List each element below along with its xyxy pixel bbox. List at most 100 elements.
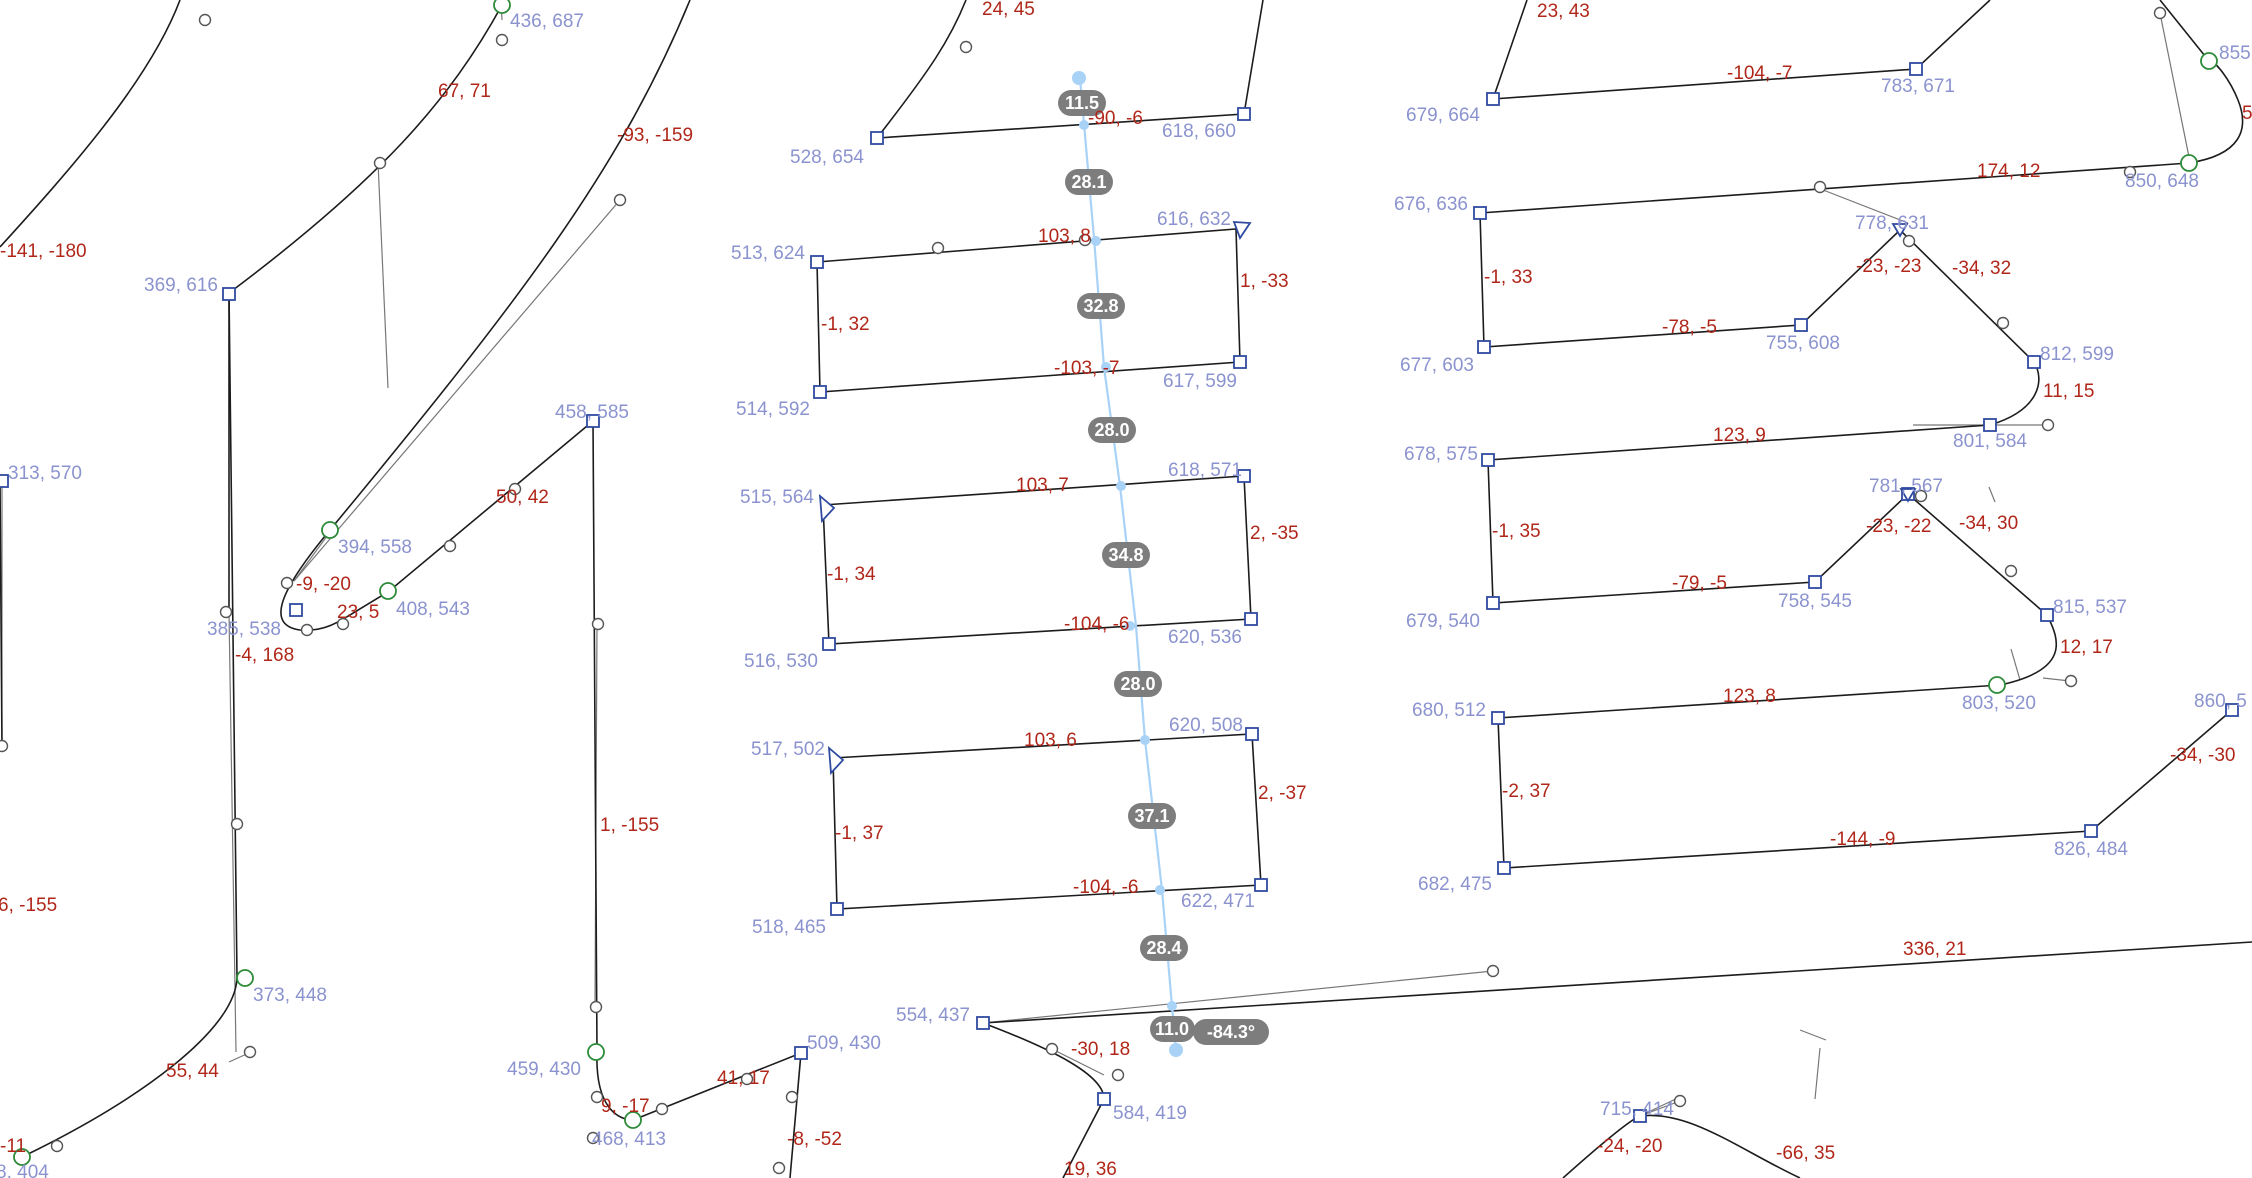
coord-label: 678, 575: [1404, 444, 1478, 465]
vector-label: -103, -7: [1054, 358, 1119, 379]
vector-label: 41, 17: [717, 1068, 770, 1089]
coord-label: 801, 584: [1953, 431, 2027, 452]
coord-label: 513, 624: [731, 243, 805, 264]
vector-label: 6, -155: [0, 895, 57, 916]
vector-label: -9, -20: [296, 574, 351, 595]
svg-text:28.0: 28.0: [1120, 674, 1155, 694]
coord-label: 620, 536: [1168, 627, 1242, 648]
measure-distance-pill: 34.8: [1102, 542, 1150, 568]
vector-label: -23, -23: [1856, 256, 1921, 277]
vector-label: -141, -180: [0, 241, 87, 262]
vector-label: -34, 30: [1959, 513, 2018, 534]
coord-label: 850, 648: [2125, 171, 2199, 192]
vector-label: 103, 6: [1024, 730, 1077, 751]
coord-label: 8, 404: [0, 1162, 49, 1178]
coordinate-labels: 436, 687 369, 616 313, 570 394, 558 458,…: [0, 11, 2251, 1178]
vector-label: 103, 8: [1038, 226, 1091, 247]
measure-distance-pill: 37.1: [1128, 803, 1176, 829]
vector-label: 2, -37: [1258, 783, 1307, 804]
coord-label: 528, 654: [790, 147, 864, 168]
coord-label: 677, 603: [1400, 355, 1474, 376]
measure-tool[interactable]: 11.5 28.1 32.8 28.0 34.8 28.0 37.1 28.4: [1058, 71, 1269, 1057]
coord-label: 516, 530: [744, 651, 818, 672]
vector-label: 336, 21: [1903, 939, 1966, 960]
vector-label: 5: [2242, 103, 2252, 124]
vector-label: 103, 7: [1016, 475, 1069, 496]
coord-label: 680, 512: [1412, 700, 1486, 721]
coord-label: 436, 687: [510, 11, 584, 32]
coord-label: 855: [2219, 43, 2251, 64]
coord-label: 860, 5: [2194, 691, 2247, 712]
vector-label: -1, 34: [827, 564, 876, 585]
coord-label: 517, 502: [751, 739, 825, 760]
vector-label: -11: [0, 1136, 26, 1157]
vector-label: 24, 45: [982, 0, 1035, 20]
vector-label: -1, 33: [1484, 267, 1533, 288]
measure-distance-pill: 28.0: [1088, 417, 1136, 443]
vector-label: -90, -6: [1088, 108, 1143, 129]
svg-text:37.1: 37.1: [1134, 806, 1169, 826]
vector-label: -24, -20: [1597, 1136, 1662, 1157]
vector-label: 23, 43: [1537, 1, 1590, 22]
coord-label: 715, 414: [1600, 1099, 1674, 1120]
off-curve-points[interactable]: [0, 6, 2167, 1175]
coord-label: 679, 540: [1406, 611, 1480, 632]
coord-label: 518, 465: [752, 917, 826, 938]
coord-label: 826, 484: [2054, 839, 2128, 860]
vector-label: 123, 8: [1723, 686, 1776, 707]
vector-label: 19, 36: [1064, 1159, 1117, 1178]
vector-label: -93, -159: [617, 125, 693, 146]
vector-label: 123, 9: [1713, 425, 1766, 446]
coord-label: 758, 545: [1778, 591, 1852, 612]
measure-distance-pill: 28.1: [1065, 169, 1113, 195]
measure-distance-pill: 28.4: [1140, 935, 1188, 961]
vector-label: -34, 32: [1952, 258, 2011, 279]
vector-label: -2, 37: [1502, 781, 1551, 802]
coord-label: 618, 571: [1168, 460, 1242, 481]
coord-label: 394, 558: [338, 537, 412, 558]
vector-label: 12, 17: [2060, 637, 2113, 658]
vector-label: -1, 32: [821, 314, 870, 335]
svg-text:11.0: 11.0: [1155, 1019, 1189, 1039]
coord-label: 682, 475: [1418, 874, 1492, 895]
coord-label: 778, 631: [1855, 213, 1929, 234]
vector-label: 23, 5: [337, 602, 379, 623]
coord-label: 622, 471: [1181, 891, 1255, 912]
vector-label: -78, -5: [1662, 317, 1717, 338]
coord-label: 755, 608: [1766, 333, 1840, 354]
vector-label: 50, 42: [496, 487, 549, 508]
coord-label: 783, 671: [1881, 76, 1955, 97]
svg-text:28.1: 28.1: [1071, 172, 1106, 192]
svg-text:28.0: 28.0: [1094, 420, 1129, 440]
coord-label: 385, 538: [207, 619, 281, 640]
svg-text:11.5: 11.5: [1065, 93, 1099, 113]
vector-label: 174, 12: [1977, 161, 2040, 182]
coord-label: 515, 564: [740, 487, 814, 508]
coord-label: 679, 664: [1406, 105, 1480, 126]
coord-label: 803, 520: [1962, 693, 2036, 714]
vector-label: -79, -5: [1672, 573, 1727, 594]
vector-label: 1, -33: [1240, 271, 1289, 292]
svg-text:32.8: 32.8: [1083, 296, 1118, 316]
svg-text:28.4: 28.4: [1146, 938, 1181, 958]
vector-label: -1, 35: [1492, 521, 1541, 542]
control-handles: [1, 0, 2191, 1117]
coord-label: 514, 592: [736, 399, 810, 420]
measure-distance-pill: 28.0: [1114, 671, 1162, 697]
vector-label: -104, -6: [1073, 877, 1138, 898]
vector-label: 9, -17: [601, 1096, 650, 1117]
measure-angle-pill: -84.3°: [1193, 1019, 1269, 1045]
svg-text:-84.3°: -84.3°: [1207, 1022, 1255, 1042]
coord-label: 618, 660: [1162, 121, 1236, 142]
measure-distance-pill: 32.8: [1077, 293, 1125, 319]
coord-label: 554, 437: [896, 1005, 970, 1026]
coord-label: 468, 413: [592, 1129, 666, 1150]
vector-label: 11, 15: [2043, 381, 2094, 402]
vector-label: -34, -30: [2170, 745, 2235, 766]
vector-label: -1, 37: [835, 823, 884, 844]
coord-label: 584, 419: [1113, 1103, 1187, 1124]
measure-distance-pill: 11.5: [1058, 90, 1106, 116]
